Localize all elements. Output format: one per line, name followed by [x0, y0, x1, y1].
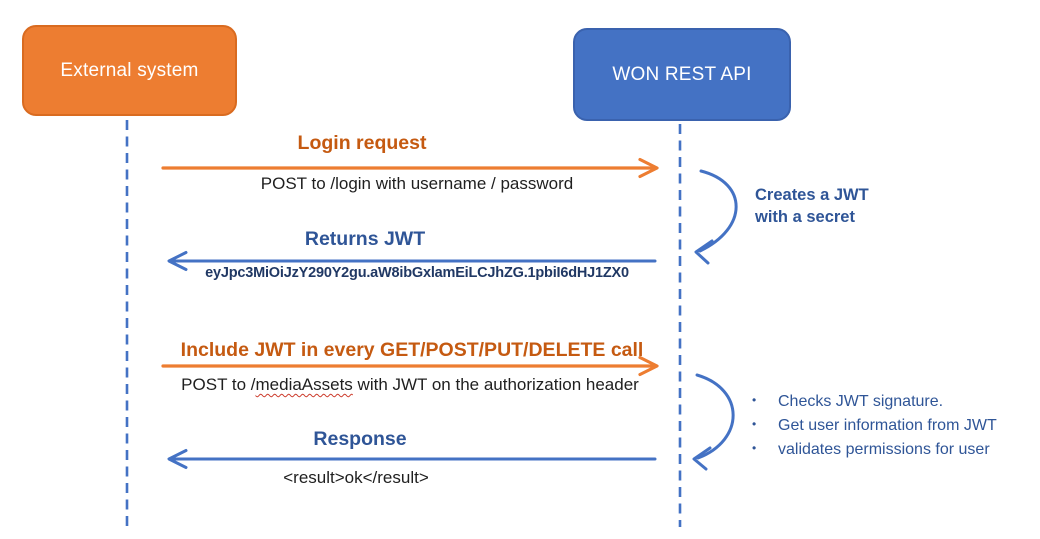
include-jwt-title: Include JWT in every GET/POST/PUT/DELETE… — [180, 339, 644, 361]
jwt-token-text: eyJpc3MiOiJzY290Y2gu.aW8ibGxlamEiLCJhZG.… — [205, 265, 629, 281]
include-jwt-detail-flagged-word: mediaAssets — [255, 375, 353, 394]
returns-jwt-arrow — [167, 251, 657, 271]
list-item: • validates permissions for user — [752, 437, 997, 461]
include-jwt-arrow — [161, 355, 659, 377]
won-rest-api-label: WON REST API — [612, 63, 752, 85]
include-jwt-detail-prefix: POST to / — [181, 375, 256, 394]
login-request-arrow — [161, 157, 659, 179]
external-system-label: External system — [60, 59, 199, 81]
response-arrow — [167, 449, 657, 469]
include-jwt-detail-suffix: with JWT on the authorization header — [352, 375, 639, 394]
checks-jwt-self-arrow — [692, 373, 735, 471]
external-system-box: External system — [22, 25, 237, 116]
response-detail: <result>ok</result> — [283, 468, 429, 487]
response-title: Response — [313, 428, 407, 450]
login-request-title: Login request — [297, 132, 427, 154]
bullet-text-1: Checks JWT signature. — [778, 393, 944, 410]
bullet-icon: • — [752, 417, 757, 431]
creates-jwt-note-line2: with a secret — [755, 207, 855, 226]
bullet-icon: • — [752, 393, 757, 407]
bullet-text-3: validates permissions for user — [778, 441, 990, 458]
login-request-detail: POST to /login with username / password — [260, 174, 574, 193]
list-item: • Checks JWT signature. — [752, 389, 997, 413]
list-item: • Get user information from JWT — [752, 413, 997, 437]
jwt-checks-list: • Checks JWT signature. • Get user informa… — [752, 389, 997, 461]
returns-jwt-title: Returns JWT — [304, 228, 426, 250]
include-jwt-detail: POST to /mediaAssets with JWT on the aut… — [181, 375, 639, 395]
creates-jwt-note-line1: Creates a JWT — [755, 186, 869, 204]
bullet-icon: • — [752, 441, 757, 455]
creates-jwt-note: Creates a JWT with a secret — [755, 185, 869, 228]
bullet-text-2: Get user information from JWT — [778, 417, 997, 434]
won-rest-api-box: WON REST API — [573, 28, 791, 121]
creates-jwt-self-arrow — [694, 169, 738, 265]
